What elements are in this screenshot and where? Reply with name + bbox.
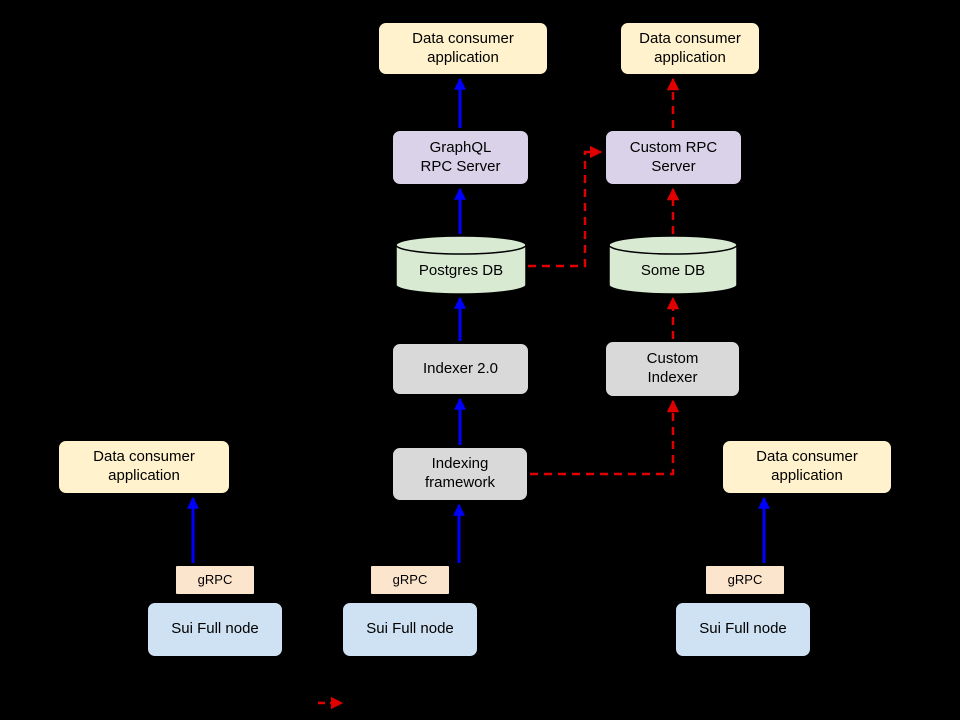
box-indexing-framework: Indexing framework xyxy=(392,447,528,501)
box-sui-full-node-right: Sui Full node xyxy=(675,602,811,657)
box-data-consumer-top-left: Data consumer application xyxy=(378,22,548,75)
box-indexer-2-0: Indexer 2.0 xyxy=(392,343,529,395)
tab-grpc-right: gRPC xyxy=(705,565,785,595)
box-sui-full-node-left: Sui Full node xyxy=(147,602,283,657)
arrow-indexing-framework-to-custom-indexer xyxy=(530,399,680,476)
label-some-db: Some DB xyxy=(640,261,706,279)
box-graphql-rpc-server: GraphQL RPC Server xyxy=(392,130,529,185)
box-data-consumer-top-right: Data consumer application xyxy=(620,22,760,75)
box-custom-rpc-server: Custom RPC Server xyxy=(605,130,742,185)
box-custom-indexer: Custom Indexer xyxy=(605,341,740,397)
tab-grpc-middle: gRPC xyxy=(370,565,450,595)
label-postgres-db: Postgres DB xyxy=(418,261,504,279)
box-data-consumer-left: Data consumer application xyxy=(58,440,230,494)
box-data-consumer-right: Data consumer application xyxy=(722,440,892,494)
arrow-postgres-db-to-custom-rpc xyxy=(528,145,603,268)
box-sui-full-node-middle: Sui Full node xyxy=(342,602,478,657)
tab-grpc-left: gRPC xyxy=(175,565,255,595)
